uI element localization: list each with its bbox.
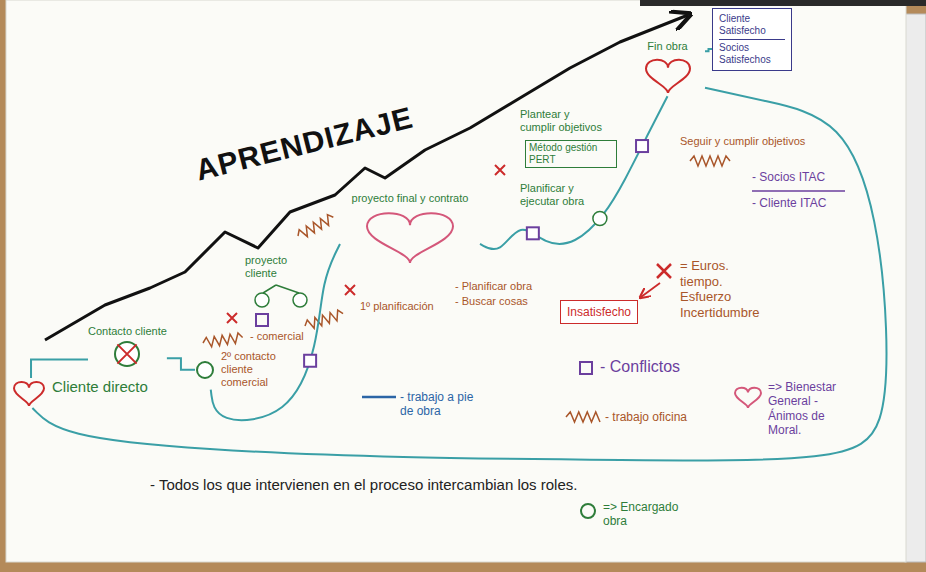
legend-heart-sample [733, 384, 763, 410]
circle-shape [195, 360, 215, 380]
task-note: 1º planificación [360, 300, 434, 313]
conflict-square [636, 140, 648, 152]
step-note: proyecto cliente [245, 254, 307, 280]
legend-sample-mark [362, 396, 396, 399]
partner-note: - Cliente ITAC [752, 196, 826, 210]
cost-x [345, 285, 355, 295]
result-box: Insatisfecho [560, 300, 638, 324]
heart-outline [367, 213, 453, 263]
conflict-square [527, 227, 539, 239]
office-work-zigzag [296, 213, 336, 241]
site-manager-circle [593, 211, 607, 225]
step-note: Plantear y cumplir objetivos [520, 108, 608, 134]
heart-shape [12, 378, 46, 408]
site-manager-circle [293, 293, 307, 307]
conflict-square-shape [636, 140, 648, 152]
cost-x [495, 165, 505, 175]
office-work-zigzag [202, 332, 243, 347]
circleX-shape [112, 340, 142, 368]
site-manager-circle [255, 293, 269, 307]
legend-text: - trabajo a pie de obra [400, 390, 490, 419]
legend-sample-mark [581, 504, 595, 518]
contact-circle: Contacto cliente [88, 325, 167, 369]
site-work-connector [480, 96, 668, 249]
partner-note: - Socios ITAC [752, 170, 825, 184]
heart-node: Cliente directo [12, 378, 148, 408]
conflict-square-shape [304, 355, 316, 367]
heart-outline [14, 382, 44, 406]
legend-sq-sample [579, 361, 593, 375]
legend-text: - trabajo oficina [605, 410, 687, 424]
conflict-square [256, 314, 268, 326]
legend-sample-mark [580, 362, 592, 374]
node-label: Cliente directo [52, 378, 148, 396]
method-note: Método gestión PERT [525, 140, 617, 168]
node-label: 2º contacto cliente comercial [221, 350, 300, 390]
node-label: Socios Satisfechos [719, 42, 785, 66]
contact-circle: 2º contacto cliente comercial [195, 350, 300, 390]
footer-note: - Todos los que intervienen en el proces… [150, 476, 577, 494]
office-work-zigzag [303, 309, 344, 331]
legend-line-sample [362, 392, 396, 402]
node-label: proyecto final y contrato [340, 192, 480, 205]
node-label: Contacto cliente [88, 325, 167, 338]
legend-sample-mark [735, 388, 761, 408]
site-work-connector [705, 49, 712, 51]
site-work-connector [211, 244, 340, 420]
office-work-marks [202, 156, 730, 348]
site-work-connector [31, 359, 88, 378]
heart-node: proyecto final y contrato [340, 192, 480, 266]
legend-text: - Conflictos [600, 357, 680, 376]
circle-outline [197, 362, 213, 378]
cross-mark [118, 345, 137, 364]
office-work-zigzag [690, 156, 730, 166]
step-note: Planificar y ejecutar obra [520, 182, 590, 208]
site-work-connector [32, 88, 886, 461]
node-label: Cliente Satisfecho [719, 13, 785, 40]
site-work-connector [167, 358, 195, 370]
result-box: Cliente SatisfechoSocios Satisfechos [712, 8, 792, 71]
project-tree [255, 285, 307, 326]
dark-edge [640, 0, 926, 6]
legend-circ-sample [579, 502, 597, 520]
site-manager-circle-shape [593, 211, 607, 225]
task-note: - comercial [250, 330, 304, 343]
partner-divider [752, 190, 845, 192]
paper-sheet [6, 0, 906, 562]
node-label: Insatisfecho [567, 305, 631, 319]
task-note: - Buscar cosas [455, 295, 528, 308]
legend-text: => Bienestar General - Ánimos de Moral. [768, 380, 848, 438]
cost-arrow [641, 283, 660, 297]
conflict-square-shape [527, 227, 539, 239]
task-note: - Planificar obra [455, 280, 532, 293]
node-label: Fin obra [630, 40, 705, 53]
legend-text: = Euros. tiempo. Esfuerzo Incertidumbre [680, 258, 775, 320]
circle-outline [115, 342, 139, 366]
heart-outline [646, 60, 690, 93]
legend-x-sample [655, 262, 673, 280]
legend-text: => Encargado obra [603, 500, 683, 529]
heart-node: Fin obra [630, 40, 705, 96]
second-sheet [905, 14, 926, 562]
legend-sample-mark [657, 264, 671, 278]
conflict-square [304, 355, 316, 367]
task-note: Seguir y cumplir objetivos [680, 135, 805, 148]
learning-arrow [45, 15, 688, 340]
cost-x [227, 313, 237, 323]
tree-branch [263, 285, 299, 293]
heart-shape [365, 207, 455, 265]
legend-sample-mark [566, 412, 600, 422]
heart-shape [644, 55, 692, 95]
legend-wig-sample [566, 411, 600, 423]
